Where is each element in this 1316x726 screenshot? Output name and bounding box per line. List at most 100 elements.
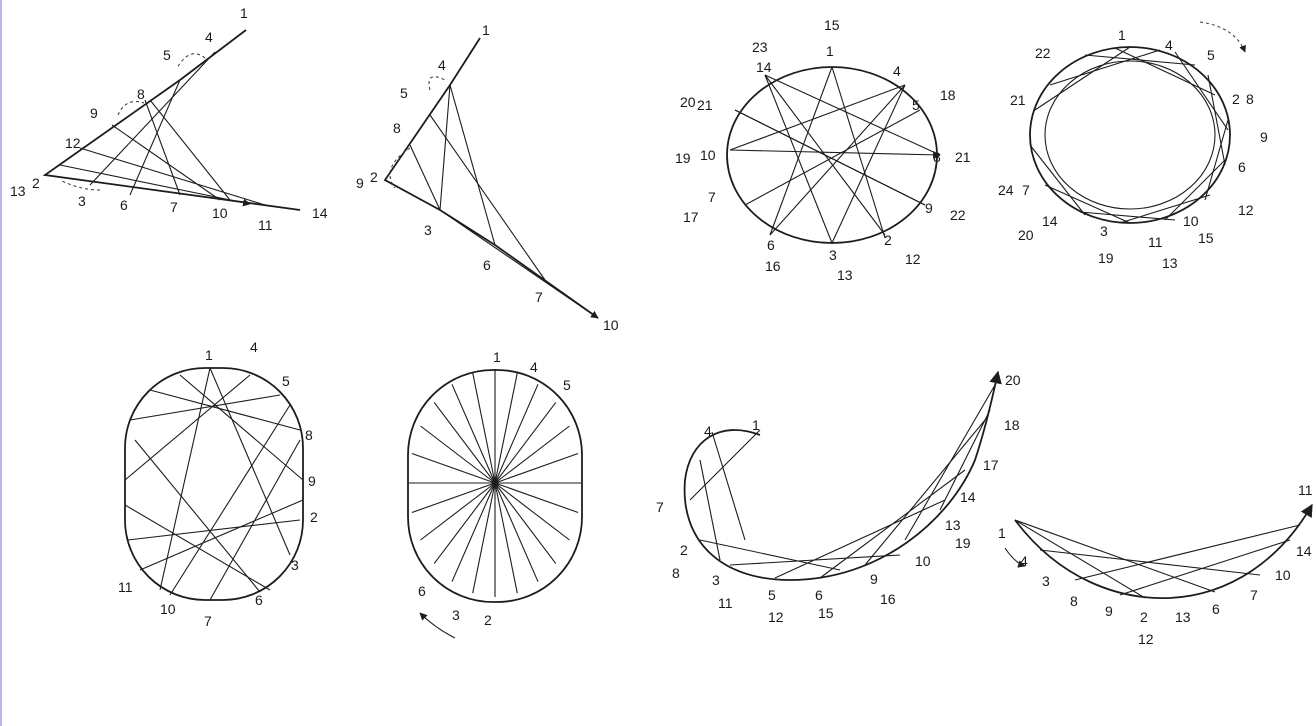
star-circle-diagram: 15 1 23 14 4 5 18 20 21 19 10 8 21 7 9 2…: [675, 17, 971, 283]
radial-spoke: [495, 454, 578, 484]
d7-label: 1: [752, 417, 760, 433]
d2-label: 5: [400, 85, 408, 101]
d3-label: 20: [680, 94, 696, 110]
d4-label: 10: [1183, 213, 1199, 229]
d7-label: 13: [945, 517, 961, 533]
d7-label: 9: [870, 571, 878, 587]
d3-label: 16: [765, 258, 781, 274]
angle-pattern-diagram: 1 4 5 8 9 12 13 2 3 6 7 10 11 14: [10, 5, 328, 233]
d5-label: 1: [205, 347, 213, 363]
d3-label: 17: [683, 209, 699, 225]
d7-label: 15: [818, 605, 834, 621]
d4-label: 12: [1238, 202, 1254, 218]
d1-label: 13: [10, 183, 26, 199]
d1-label: 9: [90, 105, 98, 121]
d3-label: 12: [905, 251, 921, 267]
d4-label: 11: [1148, 234, 1163, 250]
radial-rounded-rect-diagram: 1 4 5 6 3 2: [408, 349, 582, 638]
d2-label: 3: [424, 222, 432, 238]
d5-label: 4: [250, 339, 258, 355]
d4-label: 20: [1018, 227, 1034, 243]
d8-label: 4: [1020, 553, 1028, 569]
d7-label: 18: [1004, 417, 1020, 433]
d8-label: 3: [1042, 573, 1050, 589]
d4-label: 14: [1042, 213, 1058, 229]
rounded-rect-mesh-diagram: 1 4 5 8 9 2 3 6 7 10 11: [118, 339, 318, 629]
d2-label: 6: [483, 257, 491, 273]
d3-label: 4: [893, 63, 901, 79]
d4-label: 6: [1238, 159, 1246, 175]
d5-label: 9: [308, 473, 316, 489]
d7-label: 8: [672, 565, 680, 581]
d7-label: 14: [960, 489, 976, 505]
d2-label: 1: [482, 22, 490, 38]
d7-label: 17: [983, 457, 999, 473]
d8-label: 10: [1275, 567, 1291, 583]
d1-label: 12: [65, 135, 81, 151]
d2-label: 8: [393, 120, 401, 136]
d7-label: 2: [680, 542, 688, 558]
d3-label: 19: [675, 150, 691, 166]
d1-label: 2: [32, 175, 40, 191]
d3-label: 8: [933, 149, 941, 165]
d2-label: 10: [603, 317, 619, 333]
d4-label: 5: [1207, 47, 1215, 63]
d8-label: 8: [1070, 593, 1078, 609]
d2-label: 2: [370, 169, 378, 185]
d4-label: 13: [1162, 255, 1178, 271]
radial-spoke: [495, 373, 517, 483]
d3-label: 5: [912, 97, 920, 113]
d8-label: 7: [1250, 587, 1258, 603]
radial-spoke: [421, 426, 496, 483]
radial-spoke: [495, 483, 570, 540]
d4-label: 1: [1118, 27, 1126, 43]
d3-label: 2: [884, 232, 892, 248]
d3-label: 21: [955, 149, 971, 165]
radial-spoke: [495, 426, 570, 483]
d4-label: 21: [1010, 92, 1026, 108]
d8-label: 11: [1298, 482, 1313, 498]
d7-label: 11: [718, 595, 733, 611]
d7-label: 6: [815, 587, 823, 603]
d1-label: 11: [258, 217, 273, 233]
d2-label: 9: [356, 175, 364, 191]
d7-label: 12: [768, 609, 784, 625]
d3-label: 14: [756, 59, 772, 75]
d4-label: 7: [1022, 182, 1030, 198]
d5-label: 7: [204, 613, 212, 629]
d3-label: 22: [950, 207, 966, 223]
d3-label: 1: [826, 43, 834, 59]
d8-label: 12: [1138, 631, 1154, 647]
d5-label: 3: [291, 557, 299, 573]
d8-label: 14: [1296, 543, 1312, 559]
radial-spoke: [495, 483, 517, 593]
d2-label: 7: [535, 289, 543, 305]
d4-label: 4: [1165, 37, 1173, 53]
d3-label: 13: [837, 267, 853, 283]
d5-label: 5: [282, 373, 290, 389]
spiral-hook-diagram: 20 18 17 14 13 19 10 16 9 15 6 5 12 3 11…: [656, 372, 1021, 625]
d4-label: 22: [1035, 45, 1051, 61]
d1-label: 8: [137, 86, 145, 102]
d7-label: 5: [768, 587, 776, 603]
d4-label: 19: [1098, 250, 1114, 266]
d3-label: 10: [700, 147, 716, 163]
d1-label: 1: [240, 5, 248, 21]
d3-label: 6: [767, 237, 775, 253]
d8-label: 13: [1175, 609, 1191, 625]
d1-label: 6: [120, 197, 128, 213]
d1-label: 14: [312, 205, 328, 221]
d1-label: 4: [205, 29, 213, 45]
radial-spoke: [473, 483, 495, 593]
d4-label: 9: [1260, 129, 1268, 145]
d7-label: 16: [880, 591, 896, 607]
d4-label: 2: [1232, 91, 1240, 107]
shallow-arc-diagram: 1 4 3 8 9 2 13 6 7 10 11 14 12: [998, 482, 1313, 647]
d3-label: 18: [940, 87, 956, 103]
d5-label: 11: [118, 579, 133, 595]
d6-label: 3: [452, 607, 460, 623]
d2-label: 4: [438, 57, 446, 73]
d7-label: 3: [712, 572, 720, 588]
d3-label: 9: [925, 200, 933, 216]
d1-label: 3: [78, 193, 86, 209]
